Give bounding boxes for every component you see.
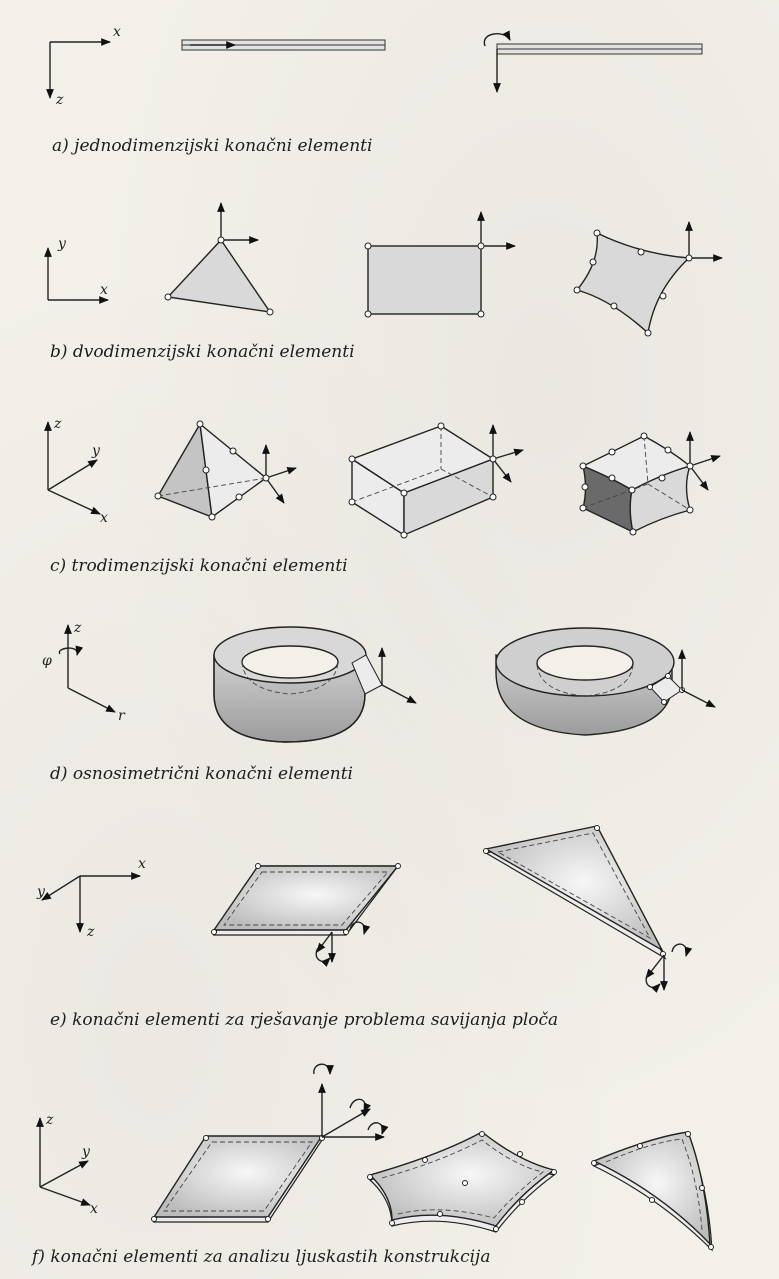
axes-f: z y x (36, 1112, 98, 1217)
axis-label-r: r (118, 708, 126, 724)
axes-e: x y z (36, 856, 146, 940)
axis-label-z: z (45, 1112, 54, 1128)
panel-d: z φ r d) osnosimetrični k (42, 620, 716, 784)
tetrahedron-element (154, 420, 297, 521)
axis-label-x: x (100, 282, 108, 298)
axis-label-z: z (86, 924, 95, 940)
axes-a: x z (46, 24, 121, 108)
caption-b: b) dvodimenzijski konačni elementi (50, 342, 355, 362)
axis-label-y: y (57, 236, 67, 252)
axis-label-x: x (90, 1201, 98, 1217)
axis-label-z: z (55, 92, 64, 108)
axisymmetric-shell-element (213, 626, 417, 743)
panel-e: x y z e) k (36, 825, 693, 1030)
beam-element-2 (483, 30, 703, 93)
axes-b: y x (44, 236, 109, 304)
axes-c: z y x (44, 416, 108, 526)
panel-b: y x (44, 202, 723, 362)
caption-c: c) trodimenzijski konačni elementi (50, 556, 348, 576)
rectangle-element (364, 211, 516, 318)
plate-quad-element (211, 863, 401, 968)
axis-label-x: x (100, 510, 108, 526)
curved-quad-element (573, 221, 723, 337)
panel-c: z y x (44, 416, 721, 576)
plate-triangle-element (483, 825, 693, 994)
shell-flat-element (151, 1063, 389, 1223)
axis-label-x: x (138, 856, 146, 872)
caption-a: a) jednodimenzijski konačni elementi (52, 136, 372, 156)
hexahedron-element (348, 422, 524, 539)
panel-a: x z a) jednodimenzijski konačni elementi (46, 24, 703, 156)
caption-f: f) konačni elementi za analizu ljuskasti… (30, 1247, 490, 1267)
rotation-icon (58, 645, 84, 656)
axis-label-y: y (81, 1144, 91, 1160)
triangle-element (164, 202, 274, 316)
shell-curved-quad-element (367, 1131, 557, 1233)
curved-hexahedron-element (579, 431, 721, 536)
axis-label-x: x (113, 24, 121, 40)
axis-label-z: z (53, 416, 62, 432)
rotation-icon (483, 30, 511, 47)
caption-e: e) konačni elementi za rješavanje proble… (50, 1010, 558, 1030)
caption-d: d) osnosimetrični konačni elementi (50, 764, 353, 784)
axis-label-y: y (36, 884, 46, 900)
axis-label-phi: φ (42, 653, 52, 669)
panel-f: z y x (30, 1063, 714, 1267)
axis-label-z: z (73, 620, 82, 636)
axes-d: z φ r (42, 620, 126, 724)
shell-curved-triangle-element (591, 1131, 714, 1252)
axis-label-y: y (91, 443, 101, 459)
axisymmetric-solid-element (495, 627, 716, 736)
bar-element-1 (181, 39, 386, 51)
